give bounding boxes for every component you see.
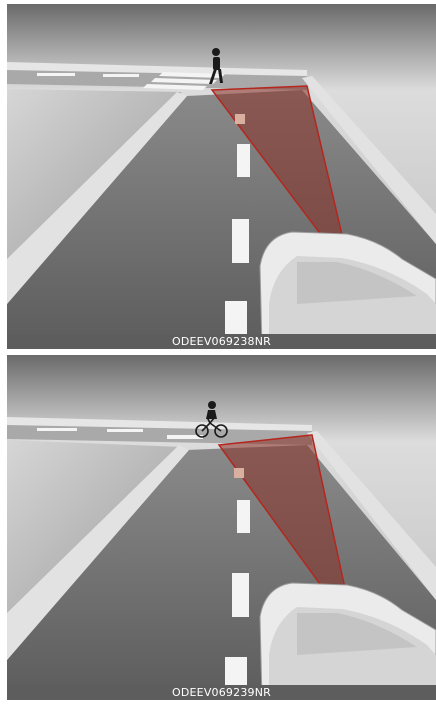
lane-dash [237,144,250,177]
cyclist-scene-illustration [7,355,436,700]
scene-panel-cyclist: ODEEV069239NR [7,355,436,700]
lane-dash [37,428,77,431]
lane-dash [237,500,250,533]
scene-panel-pedestrian: ODEEV069238NR [7,4,436,349]
lane-dash [232,219,249,263]
pedestrian-scene-illustration [7,4,436,349]
detected-target-marker [235,114,245,124]
lane-dash [37,73,75,76]
image-caption: ODEEV069238NR [7,334,436,349]
detected-target-marker [234,468,244,478]
lane-dash [232,573,249,617]
lane-dash [103,74,139,77]
lane-dash [107,429,143,432]
image-caption: ODEEV069239NR [7,685,436,700]
